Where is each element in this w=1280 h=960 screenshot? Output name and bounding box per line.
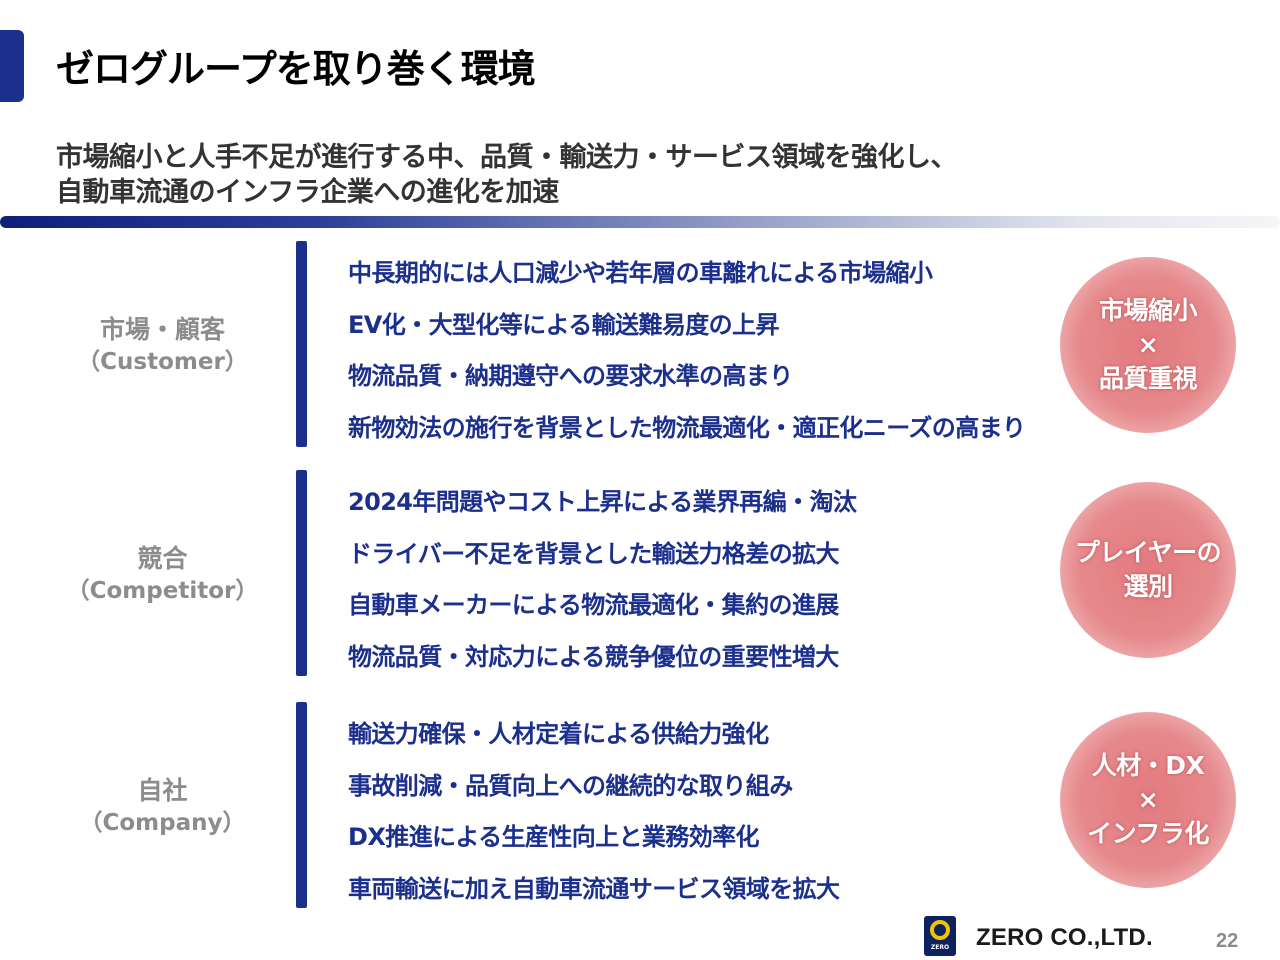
section-items: 中長期的には人口減少や若年層の車離れによる市場縮小 EV化・大型化等による輸送難…	[348, 248, 1026, 454]
summary-badge: 市場縮小 × 品質重視	[1060, 257, 1236, 433]
section-company: 自社 （Company） 輸送力確保・人材定着による供給力強化 事故削減・品質向…	[0, 702, 1280, 912]
list-item: 2024年問題やコスト上昇による業界再編・淘汰	[348, 488, 857, 516]
badge-text: 人材・DX	[1091, 751, 1205, 780]
section-label-en: （Customer）	[77, 349, 248, 375]
title-accent-bar	[0, 30, 24, 102]
company-name: ZERO CO.,LTD.	[976, 924, 1153, 951]
list-item: 車両輸送に加え自動車流通サービス領域を拡大	[348, 874, 840, 903]
page-number: 22	[1216, 930, 1239, 952]
subtitle-line-1: 市場縮小と人手不足が進行する中、品質・輸送力・サービス領域を強化し、	[56, 142, 958, 173]
badge-text: 選別	[1123, 572, 1173, 601]
section-bar	[296, 702, 307, 908]
logo-ring-icon	[930, 920, 950, 940]
list-item: 中長期的には人口減少や若年層の車離れによる市場縮小	[348, 259, 933, 287]
header-divider	[0, 216, 1280, 228]
section-label: 競合 （Competitor）	[40, 543, 285, 607]
section-bar	[296, 241, 307, 447]
page-subtitle: 市場縮小と人手不足が進行する中、品質・輸送力・サービス領域を強化し、 自動車流通…	[56, 140, 958, 210]
section-label-en: （Company）	[79, 810, 246, 836]
badge-text: 品質重視	[1098, 364, 1198, 393]
list-item: ドライバー不足を背景とした輸送力格差の拡大	[348, 539, 840, 568]
section-label: 自社 （Company）	[40, 775, 285, 839]
section-label: 市場・顧客 （Customer）	[40, 314, 285, 378]
list-item: 新物効法の施行を背景とした物流最適化・適正化ニーズの高まり	[348, 413, 1026, 442]
list-item: DX推進による生産性向上と業務効率化	[348, 823, 760, 851]
badge-text: インフラ化	[1087, 819, 1209, 848]
section-bar	[296, 470, 307, 676]
section-label-jp: 自社	[137, 776, 188, 805]
section-competitor: 競合 （Competitor） 2024年問題やコスト上昇による業界再編・淘汰 …	[0, 470, 1280, 680]
section-label-jp: 市場・顧客	[99, 315, 225, 344]
list-item: 物流品質・納期遵守への要求水準の高まり	[348, 362, 793, 390]
list-item: 輸送力確保・人材定着による供給力強化	[348, 720, 769, 748]
section-label-jp: 競合	[137, 544, 188, 573]
list-item: 自動車メーカーによる物流最適化・集約の進展	[348, 591, 839, 619]
company-logo: ZERO	[924, 916, 956, 956]
badge-text: 市場縮小	[1098, 296, 1198, 325]
section-customer: 市場・顧客 （Customer） 中長期的には人口減少や若年層の車離れによる市場…	[0, 241, 1280, 451]
section-items: 2024年問題やコスト上昇による業界再編・淘汰 ドライバー不足を背景とした輸送力…	[348, 477, 857, 683]
summary-badge: 人材・DX × インフラ化	[1060, 712, 1236, 888]
list-item: EV化・大型化等による輸送難易度の上昇	[348, 310, 779, 339]
badge-text: ×	[1137, 330, 1159, 359]
section-label-en: （Competitor）	[66, 578, 259, 604]
section-items: 輸送力確保・人材定着による供給力強化 事故削減・品質向上への継続的な取り組み D…	[348, 709, 840, 915]
badge-text: ×	[1137, 785, 1159, 814]
badge-text: プレイヤーの	[1074, 538, 1222, 567]
list-item: 物流品質・対応力による競争優位の重要性増大	[348, 642, 839, 671]
list-item: 事故削減・品質向上への継続的な取り組み	[348, 771, 793, 800]
subtitle-line-2: 自動車流通のインフラ企業への進化を加速	[56, 177, 559, 208]
logo-text: ZERO	[930, 944, 950, 951]
summary-badge: プレイヤーの 選別	[1060, 482, 1236, 658]
page-title: ゼログループを取り巻く環境	[56, 47, 536, 91]
